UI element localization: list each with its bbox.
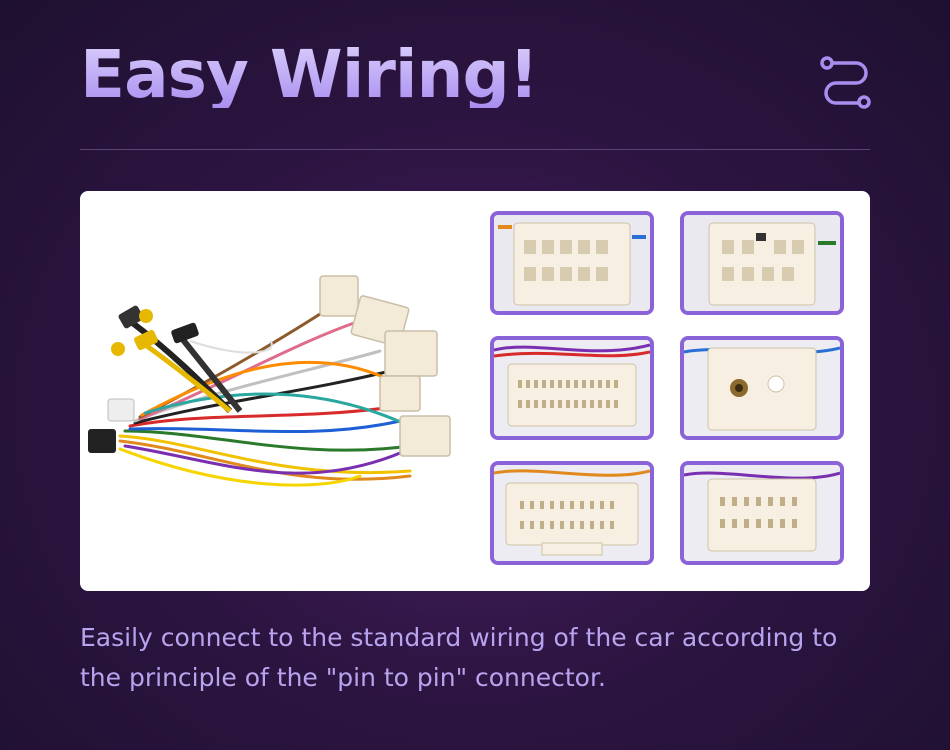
connector-16pin-b bbox=[680, 211, 844, 315]
description-text: Easily connect to the standard wiring of… bbox=[80, 623, 838, 692]
connector-antenna bbox=[680, 336, 844, 440]
image-card bbox=[80, 191, 870, 591]
page-title: Easy Wiring! bbox=[80, 36, 539, 113]
connector-16pin-a bbox=[490, 211, 654, 315]
header-divider bbox=[80, 149, 870, 150]
route-icon bbox=[820, 55, 872, 111]
connector-24pin-a bbox=[490, 336, 654, 440]
wiring-harness-image bbox=[80, 191, 480, 591]
connector-16pin-c bbox=[680, 461, 844, 565]
connector-20pin bbox=[490, 461, 654, 565]
